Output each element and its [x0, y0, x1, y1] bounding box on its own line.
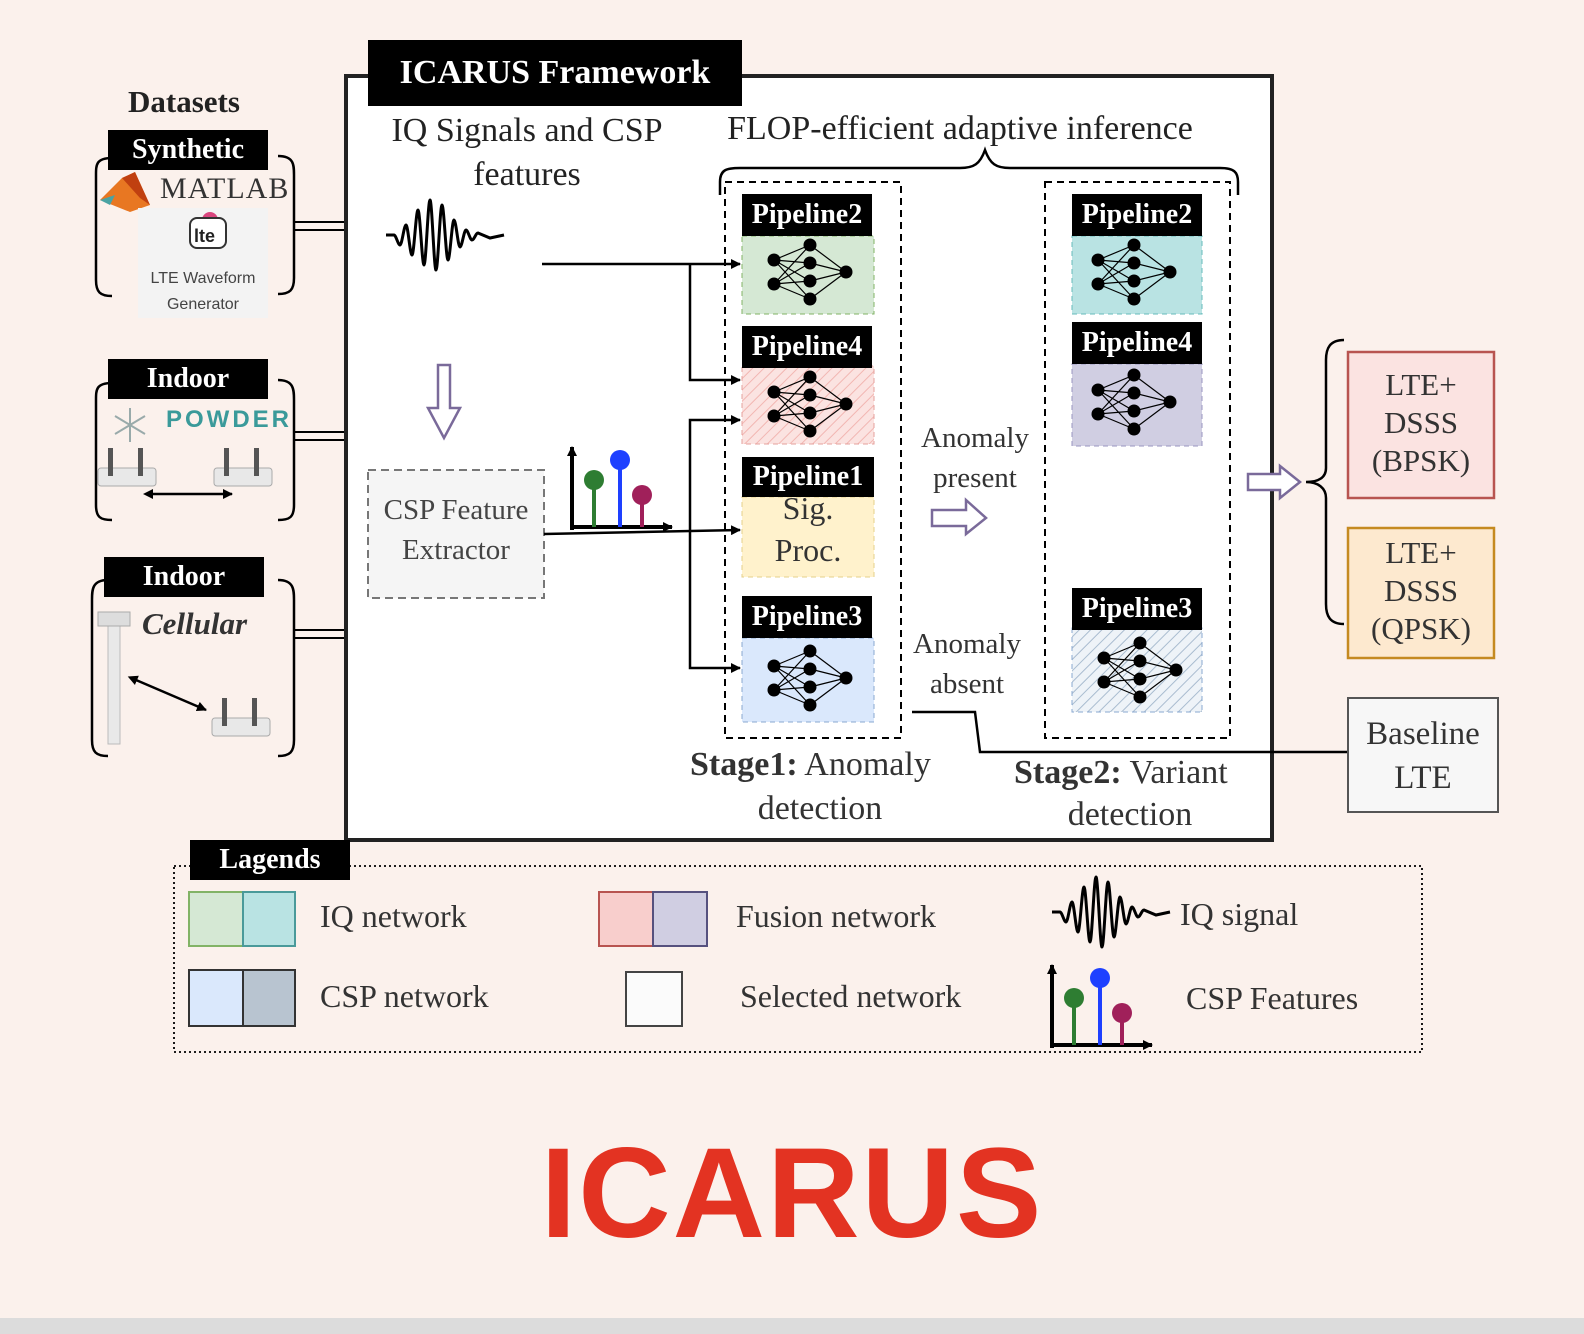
anomaly-present-arrow [930, 497, 988, 537]
lte-icon [189, 212, 227, 249]
anomaly-absent-2: absent [929, 668, 1005, 700]
legend-iq-signal: IQ signal [1180, 896, 1299, 932]
anomaly-absent-line [912, 710, 1357, 757]
s2-pipeline3-tag: Pipeline3 [1072, 588, 1202, 630]
csp-extractor-box [367, 469, 545, 599]
qpsk-box [1346, 526, 1496, 660]
legend-csp-network: CSP network [320, 978, 489, 1014]
s1-p1-body [741, 496, 875, 578]
legend-csp-features-icon [1052, 965, 1152, 1048]
s2-pipeline2-tag: Pipeline2 [1072, 194, 1202, 236]
qpsk-label: LTE+ DSSS (QPSK) [1348, 534, 1494, 648]
framework-title: ICARUS Framework [368, 40, 742, 106]
hollow-down-arrow [425, 363, 463, 441]
bpsk-box [1346, 350, 1496, 500]
iq-routing-lines [542, 259, 741, 385]
stage1-caption-rest: Anomaly [797, 746, 931, 783]
legend-iq-network: IQ network [320, 898, 467, 934]
anomaly-present-2: present [933, 462, 1017, 494]
baseline-line-2: LTE [1394, 760, 1452, 796]
stage2-box [1044, 181, 1231, 739]
indoor-tag-1: Indoor [108, 359, 268, 399]
stage1-caption: Stage1: Anomaly [690, 746, 931, 784]
csp-routing-lines [543, 415, 741, 673]
qpsk-line-3: (QPSK) [1371, 611, 1471, 646]
csp-extractor-2: Extractor [402, 534, 510, 566]
legend-fusion-network: Fusion network [736, 898, 936, 934]
legend-selected-network: Selected network [740, 978, 962, 1014]
legend-fusion-red-swatch [598, 891, 654, 947]
legend-box [173, 865, 1423, 1053]
stage1-box [724, 181, 902, 739]
s1-pipeline1-tag: Pipeline1 [742, 457, 874, 497]
s1-pipeline4-tag: Pipeline4 [742, 326, 872, 368]
s1-p1-proc: Proc. [774, 532, 842, 568]
iq-heading-1: IQ Signals and CSP [391, 112, 663, 149]
s1-p1-sig: Sig. [782, 490, 834, 526]
lte-caption-1: LTE Waveform [150, 270, 256, 287]
legend-fusion-purple-swatch [652, 891, 708, 947]
lte-logo-text: lte [194, 226, 216, 246]
s1-pipeline3-tag: Pipeline3 [742, 596, 872, 638]
legend-title: Lagends [190, 840, 350, 880]
iq-heading-2: features [473, 156, 581, 193]
stage2-caption: Stage2: Variant [1014, 754, 1228, 792]
bpsk-line-1: LTE+ [1385, 367, 1457, 402]
stage2-caption-bold: Stage2: [1014, 754, 1122, 791]
cellular-label: Cellular [142, 606, 248, 641]
s2-pipeline4-tag: Pipeline4 [1072, 322, 1202, 364]
qpsk-line-1: LTE+ [1385, 535, 1457, 570]
cellular-link-arrow [127, 675, 207, 712]
anomaly-absent-1: Anomaly [913, 628, 1021, 660]
legend-iq-signal-icon [1050, 875, 1172, 949]
bpsk-line-2: DSSS [1383, 405, 1459, 440]
datasets-heading: Datasets [128, 84, 240, 119]
legend-selected-swatch [625, 971, 683, 1027]
stage2-caption-2: detection [1067, 796, 1193, 833]
legend-csp-features: CSP Features [1186, 980, 1359, 1016]
indoor-tag-2: Indoor [104, 557, 264, 597]
qpsk-line-2: DSSS [1383, 573, 1459, 608]
matlab-icon [100, 172, 150, 212]
powder-snowflake-icon [114, 408, 146, 442]
legend-iq-teal-swatch [242, 891, 296, 947]
output-arrow [1246, 463, 1303, 501]
dataset-connectors [294, 221, 346, 639]
matlab-logo: MATLAB [160, 172, 290, 205]
powder-logo: POWDER [166, 406, 292, 433]
stage2-caption-rest: Variant [1121, 754, 1228, 791]
csp-extractor-1: CSP Feature [383, 494, 529, 526]
legend-iq-green-swatch [188, 891, 244, 947]
cell-tower-icon [97, 611, 131, 745]
legend-csp-slate-swatch [242, 969, 296, 1027]
legend-csp-blue-swatch [188, 969, 244, 1027]
synthetic-tag: Synthetic [108, 130, 268, 170]
stage1-caption-bold: Stage1: [690, 746, 798, 783]
bottom-bar [0, 1318, 1584, 1334]
baseline-box [1347, 697, 1499, 813]
dataset-braces [90, 154, 296, 758]
bpsk-label: LTE+ DSSS (BPSK) [1348, 366, 1494, 480]
router-left-icon [97, 447, 157, 487]
anomaly-present-1: Anomaly [921, 422, 1029, 454]
baseline-label: Baseline LTE [1348, 712, 1498, 800]
output-brace [1305, 338, 1345, 626]
big-title: ICARUS [540, 1122, 1044, 1265]
stage1-caption-2: detection [757, 790, 883, 827]
flop-brace [718, 146, 1240, 195]
baseline-line-1: Baseline [1366, 716, 1480, 752]
lte-caption-2: Generator [166, 296, 240, 313]
cellular-router-icon [211, 697, 271, 737]
s1-pipeline2-tag: Pipeline2 [742, 194, 872, 236]
flop-heading: FLOP-efficient adaptive inference [727, 110, 1193, 147]
bpsk-line-3: (BPSK) [1371, 443, 1471, 478]
router-right-icon [213, 447, 273, 487]
